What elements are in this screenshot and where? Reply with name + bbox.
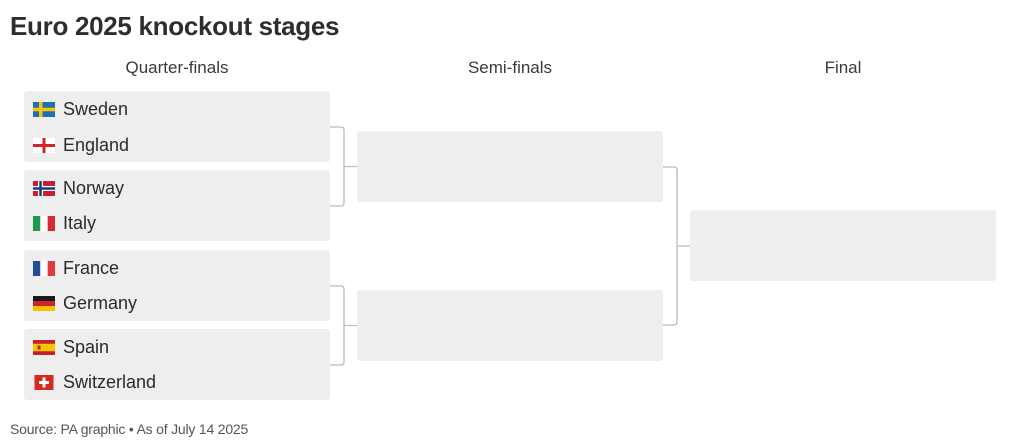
semi-final-match-1 [357,131,663,202]
germany-flag-icon [33,295,55,311]
connector-sf-to-final [663,166,690,326]
england-flag-icon [33,137,55,153]
team-spain: Spain [32,333,109,361]
italy-flag-icon [33,215,55,231]
team-name: Italy [63,212,97,233]
team-england: England [32,131,129,159]
round-label-semi-finals: Semi-finals [467,58,553,77]
team-france: France [32,254,119,282]
page-title: Euro 2025 knockout stages [10,11,340,41]
semi-final-match-2 [357,290,663,361]
switzerland-flag-icon [34,374,54,390]
quarter-final-match-2: Norway Italy [24,170,330,241]
team-name: Germany [63,292,138,313]
team-name: Spain [63,336,110,357]
team-name: France [63,257,120,278]
team-germany: Germany [32,289,137,317]
team-sweden: Sweden [32,95,128,123]
team-name: Sweden [63,98,129,119]
france-flag-icon [33,260,55,276]
team-italy: Italy [32,209,96,237]
source-note: Source: PA graphic • As of July 14 2025 [10,421,249,437]
connector-qf3-qf4-to-sf2 [330,285,357,366]
sweden-flag-icon [33,101,55,117]
norway-flag-icon [33,180,55,196]
team-name: Switzerland [63,371,157,392]
final-match [690,210,996,281]
round-label-final: Final [824,58,862,77]
team-name: England [63,134,130,155]
quarter-final-match-3: France Germany [24,250,330,321]
quarter-final-match-1: Sweden England [24,91,330,162]
team-name: Norway [63,177,125,198]
quarter-final-match-4: Spain Switzerland [24,329,330,400]
round-label-quarter-finals: Quarter-finals [125,58,229,77]
connector-qf1-qf2-to-sf1 [330,126,357,207]
team-norway: Norway [32,174,124,202]
team-switzerland: Switzerland [32,368,156,396]
spain-flag-icon [33,339,55,355]
